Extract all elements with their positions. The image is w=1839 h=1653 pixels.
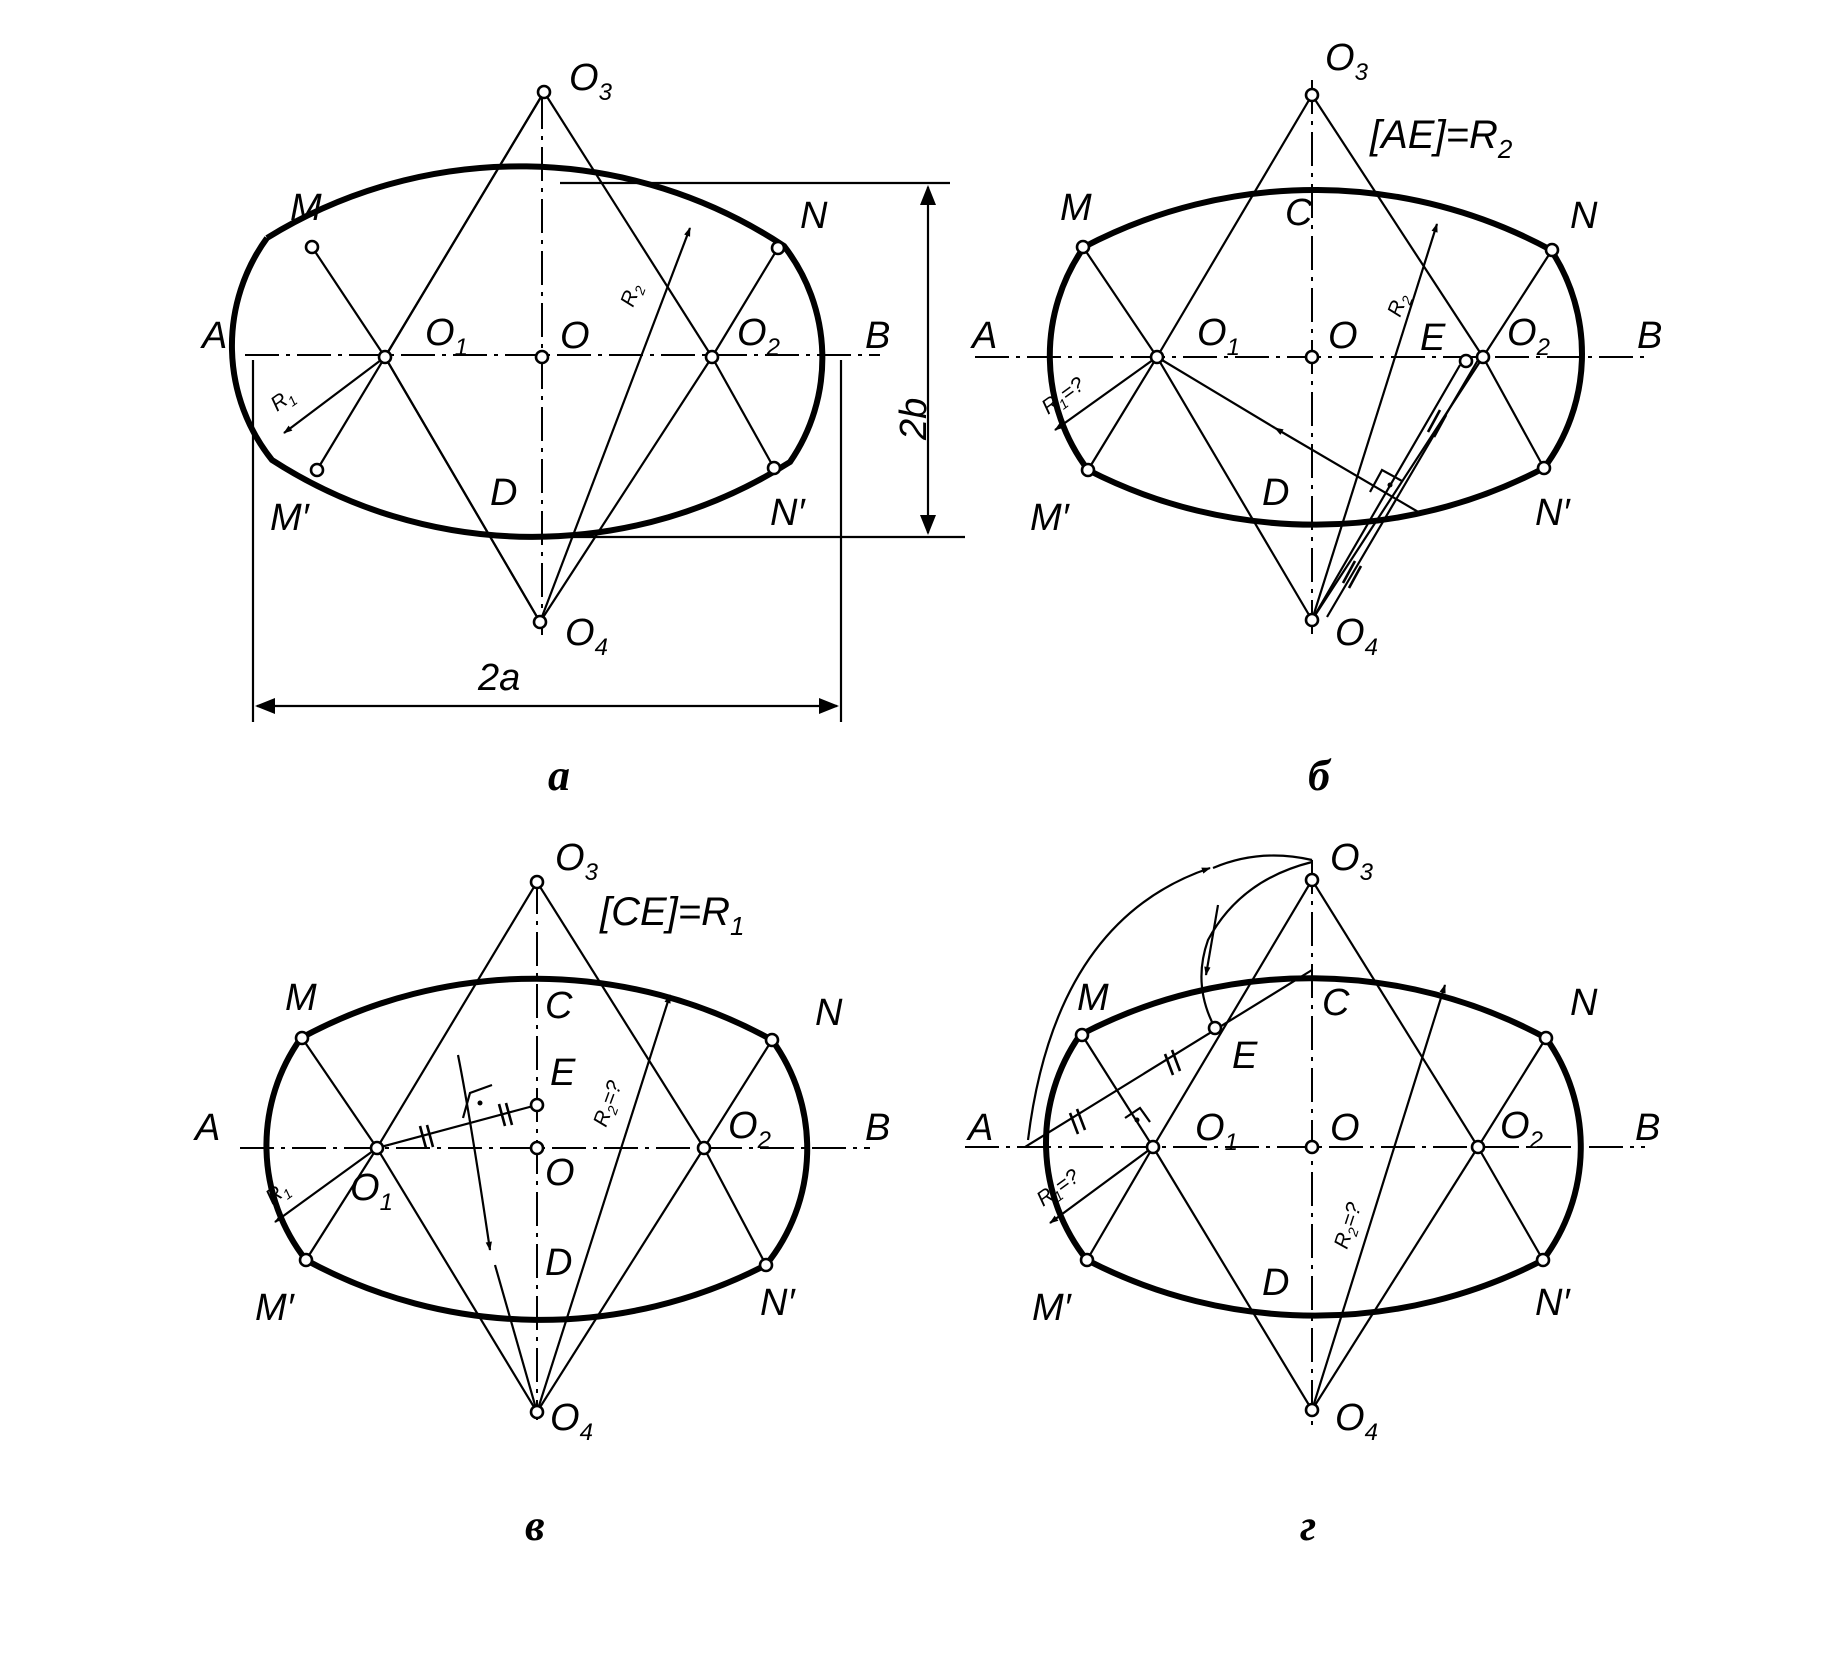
svg-text:E: E: [1232, 1035, 1258, 1077]
svg-text:O2: O2: [737, 312, 780, 361]
svg-text:R2: R2: [616, 280, 649, 311]
svg-text:D: D: [490, 472, 517, 514]
svg-text:B: B: [865, 1107, 890, 1149]
svg-text:б: б: [1308, 751, 1332, 800]
panel-c: O3 [CE]=R1 O1 O O2 O4 A B C D E M N M′ N…: [193, 837, 890, 1550]
svg-text:O4: O4: [1335, 1397, 1378, 1446]
svg-text:а: а: [548, 751, 570, 800]
svg-text:N′: N′: [760, 1282, 796, 1324]
svg-text:M′: M′: [255, 1287, 296, 1329]
svg-text:C: C: [1285, 192, 1313, 234]
svg-text:O3: O3: [555, 837, 599, 886]
svg-text:R2: R2: [1383, 290, 1416, 321]
svg-text:N′: N′: [770, 492, 806, 534]
svg-text:A: A: [966, 1107, 993, 1149]
svg-text:N: N: [815, 992, 843, 1034]
svg-text:A: A: [200, 315, 227, 357]
svg-text:B: B: [1635, 1107, 1660, 1149]
svg-text:D: D: [545, 1242, 572, 1284]
svg-text:в: в: [525, 1501, 545, 1550]
svg-text:O: O: [1330, 1107, 1360, 1149]
svg-text:г: г: [1300, 1501, 1316, 1550]
svg-text:O: O: [1328, 315, 1358, 357]
svg-text:O1: O1: [350, 1167, 393, 1216]
panel-a: O3 O1 O O2 O4 A B D M N M′ N′ R1 R2 2b 2…: [200, 57, 965, 800]
svg-text:O2: O2: [1500, 1105, 1543, 1154]
svg-text:N′: N′: [1535, 1282, 1571, 1324]
svg-text:D: D: [1262, 472, 1289, 514]
svg-text:M′: M′: [270, 497, 311, 539]
svg-text:O4: O4: [550, 1397, 593, 1446]
svg-text:2b: 2b: [893, 398, 935, 441]
svg-text:O4: O4: [1335, 612, 1378, 661]
svg-text:O4: O4: [565, 612, 608, 661]
svg-text:[CE]=R1: [CE]=R1: [599, 890, 745, 941]
panel-d: O3 O1 O O2 O4 A B C D E M N M′ N′ R1=? R…: [965, 837, 1660, 1550]
svg-text:O1: O1: [1197, 312, 1240, 361]
svg-text:A: A: [193, 1107, 220, 1149]
svg-text:E: E: [1420, 317, 1446, 359]
svg-text:B: B: [865, 315, 890, 357]
svg-text:O2: O2: [728, 1105, 771, 1154]
svg-text:O: O: [545, 1152, 575, 1194]
ellipse-outline: [228, 163, 826, 540]
svg-text:R1: R1: [266, 384, 300, 419]
svg-text:N: N: [1570, 982, 1598, 1024]
svg-text:O2: O2: [1507, 312, 1550, 361]
svg-text:O3: O3: [1330, 837, 1374, 886]
svg-text:M: M: [1077, 977, 1109, 1019]
svg-text:N: N: [1570, 195, 1598, 237]
svg-text:B: B: [1637, 315, 1662, 357]
svg-text:M: M: [1060, 187, 1092, 229]
svg-text:O: O: [560, 315, 590, 357]
svg-text:R2=?: R2=?: [589, 1077, 630, 1130]
svg-text:O3: O3: [1325, 37, 1369, 86]
svg-text:N′: N′: [1535, 492, 1571, 534]
svg-text:O1: O1: [425, 312, 468, 361]
svg-text:N: N: [800, 195, 828, 237]
svg-text:C: C: [1322, 982, 1350, 1024]
svg-text:M: M: [290, 187, 322, 229]
panel-b: O3 [AE]=R2 O1 O O2 O4 A B C D E M N M′ N…: [970, 37, 1662, 800]
svg-text:M′: M′: [1030, 497, 1071, 539]
svg-text:[AE]=R2: [AE]=R2: [1369, 113, 1513, 164]
svg-text:O3: O3: [569, 57, 613, 106]
svg-text:R1: R1: [261, 1177, 295, 1212]
svg-text:2a: 2a: [477, 657, 520, 699]
svg-text:R1=?: R1=?: [1037, 373, 1090, 422]
svg-text:D: D: [1262, 1262, 1289, 1304]
svg-text:E: E: [550, 1052, 576, 1094]
svg-text:A: A: [970, 315, 997, 357]
svg-text:O1: O1: [1195, 1107, 1238, 1156]
svg-text:C: C: [545, 985, 573, 1027]
svg-text:M′: M′: [1032, 1287, 1073, 1329]
svg-text:M: M: [285, 977, 317, 1019]
